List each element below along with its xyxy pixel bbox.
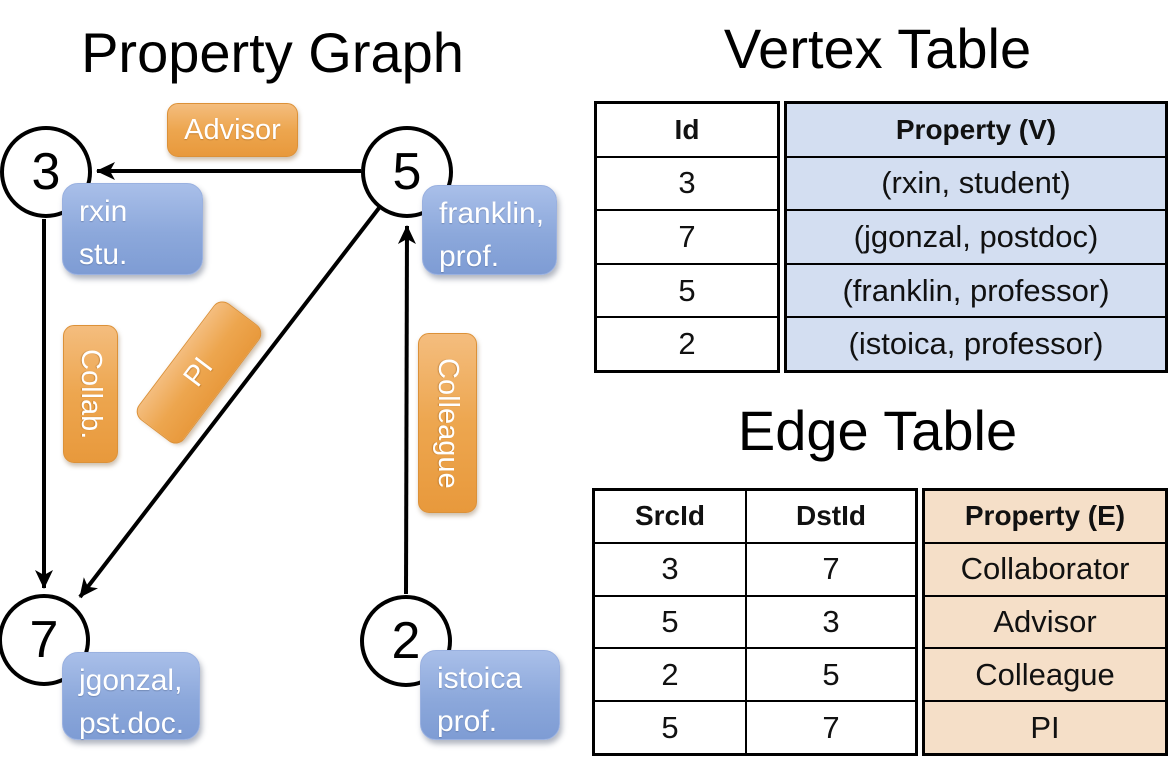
graph-node-3: 3	[0, 126, 92, 218]
edge-table-dstid-cell: 7	[745, 543, 915, 595]
vertex-table-property-cell: (rxin, student)	[787, 155, 1165, 210]
edge-table-srcid-cell: 5	[661, 709, 679, 745]
edge-table-srcid-cell: 5	[661, 603, 679, 639]
node-property-box-franklin: franklin, prof.	[422, 185, 557, 275]
node-property-line2: stu.	[79, 238, 128, 271]
edge-table-srcid-cell: 3	[661, 551, 679, 587]
edge-table-dstid-header: DstId	[745, 491, 915, 542]
edge-table-property-cell: Advisor	[925, 594, 1165, 648]
vertex-table-property-cell: (franklin, professor)	[787, 262, 1165, 317]
edge-label-colleague: Colleague	[418, 333, 477, 513]
vertex-table-id-cell: 3	[597, 155, 777, 210]
vertex-table-id-column: Id 3 7 5 2	[594, 101, 780, 373]
node-property-box-istoica: istoica prof.	[420, 650, 560, 740]
edge-table-srcid-header: SrcId	[634, 500, 706, 532]
edge-table-ids-row: 3 7	[595, 541, 915, 595]
edge-table-dstid-cell: 7	[745, 702, 915, 753]
vertex-table-id-cell: 7	[597, 209, 777, 263]
node-property-line1: jgonzal,	[79, 664, 183, 697]
edge-label-collab: Collab.	[63, 325, 118, 463]
node-property-box-rxin: rxin stu.	[62, 183, 203, 275]
property-graph-title: Property Graph	[81, 21, 464, 84]
edge-label-advisor: Advisor	[167, 103, 298, 157]
edge-table-property-column: Property (E) Collaborator Advisor Collea…	[922, 488, 1168, 756]
edge-table-ids-row: 5 7	[595, 700, 915, 753]
edge-table-property-cell: Collaborator	[925, 541, 1165, 595]
edge-table-property-cell: Colleague	[925, 647, 1165, 701]
edge-table-id-columns: SrcId DstId 3 7 5 3 2 5 5 7	[592, 488, 918, 756]
edge-pi-5-to-7	[78, 206, 381, 599]
vertex-table-id-cell: 2	[597, 316, 777, 370]
edge-table-property-cell: PI	[925, 700, 1165, 753]
edge-table-ids-header-row: SrcId DstId	[595, 491, 915, 542]
edge-table-ids-row: 5 3	[595, 594, 915, 648]
edge-table-srcid-cell: 2	[661, 656, 679, 692]
edge-table-property-header: Property (E)	[925, 491, 1165, 542]
vertex-table-property-column: Property (V) (rxin, student) (jgonzal, p…	[784, 101, 1168, 373]
edge-label-advisor-text: Advisor	[184, 113, 281, 146]
node-property-line2: prof.	[439, 240, 500, 273]
node-property-line1: rxin	[79, 195, 128, 228]
edge-table-dstid-cell: 3	[745, 596, 915, 648]
edge-table-ids-row: 2 5	[595, 647, 915, 701]
edge-colleague-2-to-5	[397, 225, 416, 595]
edge-label-pi-text: PI	[177, 351, 220, 393]
edge-table-title: Edge Table	[737, 399, 1018, 462]
vertex-table-property-cell: (jgonzal, postdoc)	[787, 209, 1165, 263]
node-property-line1: istoica	[437, 662, 523, 695]
vertex-table-id-header: Id	[674, 113, 700, 145]
vertex-table-property-header: Property (V)	[787, 104, 1165, 156]
vertex-table-id-cell: 5	[597, 262, 777, 317]
edge-label-colleague-text: Colleague	[432, 357, 464, 489]
node-property-line2: prof.	[437, 705, 498, 738]
vertex-table-title: Vertex Table	[723, 17, 1032, 80]
edge-table-dstid-cell: 5	[745, 649, 915, 701]
edge-label-collab-text: Collab.	[75, 348, 107, 440]
node-property-box-jgonzal: jgonzal, pst.doc.	[62, 652, 200, 740]
node-property-line1: franklin,	[439, 197, 545, 230]
node-property-line2: pst.doc.	[79, 707, 185, 740]
vertex-table-property-cell: (istoica, professor)	[787, 316, 1165, 370]
